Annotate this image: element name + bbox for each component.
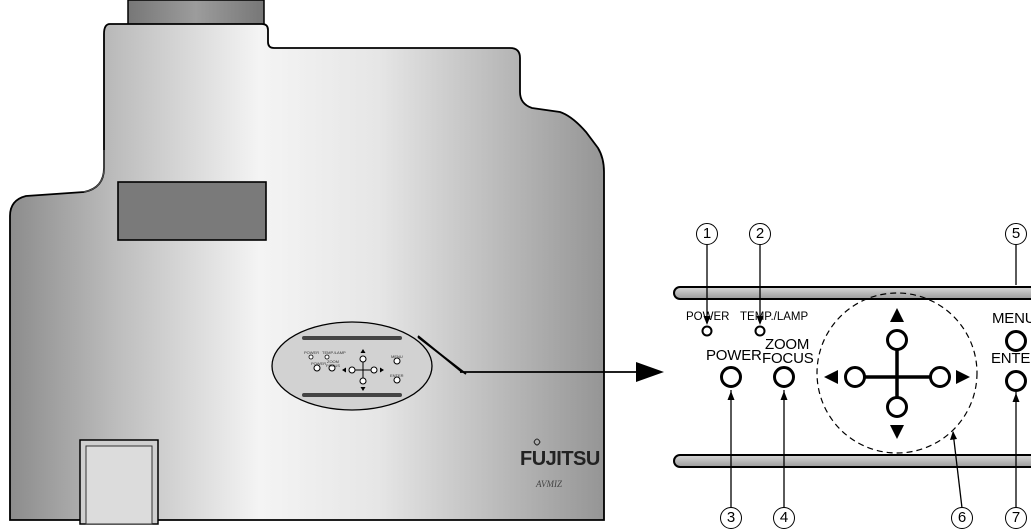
callout-3: 3: [720, 507, 742, 529]
small-menu-button[interactable]: [393, 357, 401, 365]
leader-line-diag2: [417, 336, 467, 375]
leader-6: [952, 431, 963, 509]
enter-button-label: ENTER: [991, 350, 1031, 367]
leader-2-arrow: [756, 316, 764, 325]
callout-5: 5: [1005, 223, 1027, 245]
panel-groove-top: [673, 286, 1031, 300]
dpad-left-button[interactable]: [844, 366, 866, 388]
model-mark: AVMIZ: [536, 479, 563, 489]
temp-lamp-led: [754, 325, 766, 337]
small-temp-led-label: TEMP./LAMP: [322, 350, 346, 355]
power-led-label: POWER: [686, 311, 730, 323]
front-foot-inner: [85, 445, 153, 525]
small-power-led-label: POWER: [304, 350, 320, 355]
dpad-up-arrow: [890, 308, 904, 322]
callout-7: 7: [1005, 507, 1027, 529]
power-button-label: POWER: [706, 347, 762, 364]
callout-6: 6: [951, 507, 973, 529]
small-enter-label: ENTER: [390, 373, 404, 378]
small-arrow-left: [342, 367, 346, 373]
small-dpad-down[interactable]: [359, 377, 367, 385]
enlarged-panel: [673, 286, 1031, 468]
small-arrow-up: [360, 349, 366, 353]
leader-4-arrow: [780, 391, 788, 400]
panel-groove-bottom: [673, 454, 1031, 468]
small-panel-groove-top: [302, 336, 402, 340]
callout-1: 1: [696, 223, 718, 245]
dpad-down-arrow: [890, 425, 904, 439]
leader-arrowhead: [636, 362, 664, 382]
callout-4: 4: [773, 507, 795, 529]
leader-6-arrow: [950, 431, 957, 440]
zoom-button-label: ZOOM: [765, 336, 810, 353]
small-power-led: [308, 354, 314, 360]
dpad-right-button[interactable]: [929, 366, 951, 388]
small-zoom-button[interactable]: [328, 364, 336, 372]
leader-1-arrow: [703, 316, 711, 325]
dpad-dashed-ring: [816, 292, 978, 454]
dpad-left-arrow: [824, 370, 838, 384]
small-power-button-label: POWER: [311, 361, 327, 366]
temp-lamp-led-label: TEMP./LAMP: [740, 311, 809, 323]
dpad-up-button[interactable]: [886, 329, 908, 351]
callout-2: 2: [749, 223, 771, 245]
small-enter-button[interactable]: [393, 376, 401, 384]
dpad-right-arrow: [956, 370, 970, 384]
leader-3-arrow: [727, 391, 735, 400]
body-edge-highlight: [83, 150, 105, 193]
focus-button-label: FOCUS: [762, 350, 814, 367]
small-zoom-focus-label: ZOOM FOCUS: [326, 359, 340, 368]
vent-window: [117, 181, 267, 241]
small-arrow-right: [380, 367, 384, 373]
leader-7-arrow: [1012, 393, 1020, 402]
small-temp-led: [324, 354, 330, 360]
menu-button-label: MENU: [992, 310, 1031, 327]
power-led: [701, 325, 713, 337]
small-menu-label: MENU: [391, 354, 403, 359]
dpad-down-button[interactable]: [886, 396, 908, 418]
small-panel-oval: [271, 321, 433, 411]
power-button[interactable]: [720, 366, 742, 388]
small-power-button[interactable]: [313, 364, 321, 372]
small-panel-groove-bottom: [302, 393, 402, 397]
zoom-focus-button[interactable]: [773, 366, 795, 388]
top-cap: [127, 0, 265, 27]
small-dpad-right[interactable]: [370, 366, 378, 374]
fujitsu-logo: FUJITSU: [520, 448, 600, 470]
small-dpad-left[interactable]: [348, 366, 356, 374]
small-dpad-up[interactable]: [359, 355, 367, 363]
small-arrow-down: [360, 387, 366, 391]
menu-button[interactable]: [1005, 330, 1027, 352]
brand-mark-loop: [533, 438, 541, 446]
enter-button[interactable]: [1005, 370, 1027, 392]
